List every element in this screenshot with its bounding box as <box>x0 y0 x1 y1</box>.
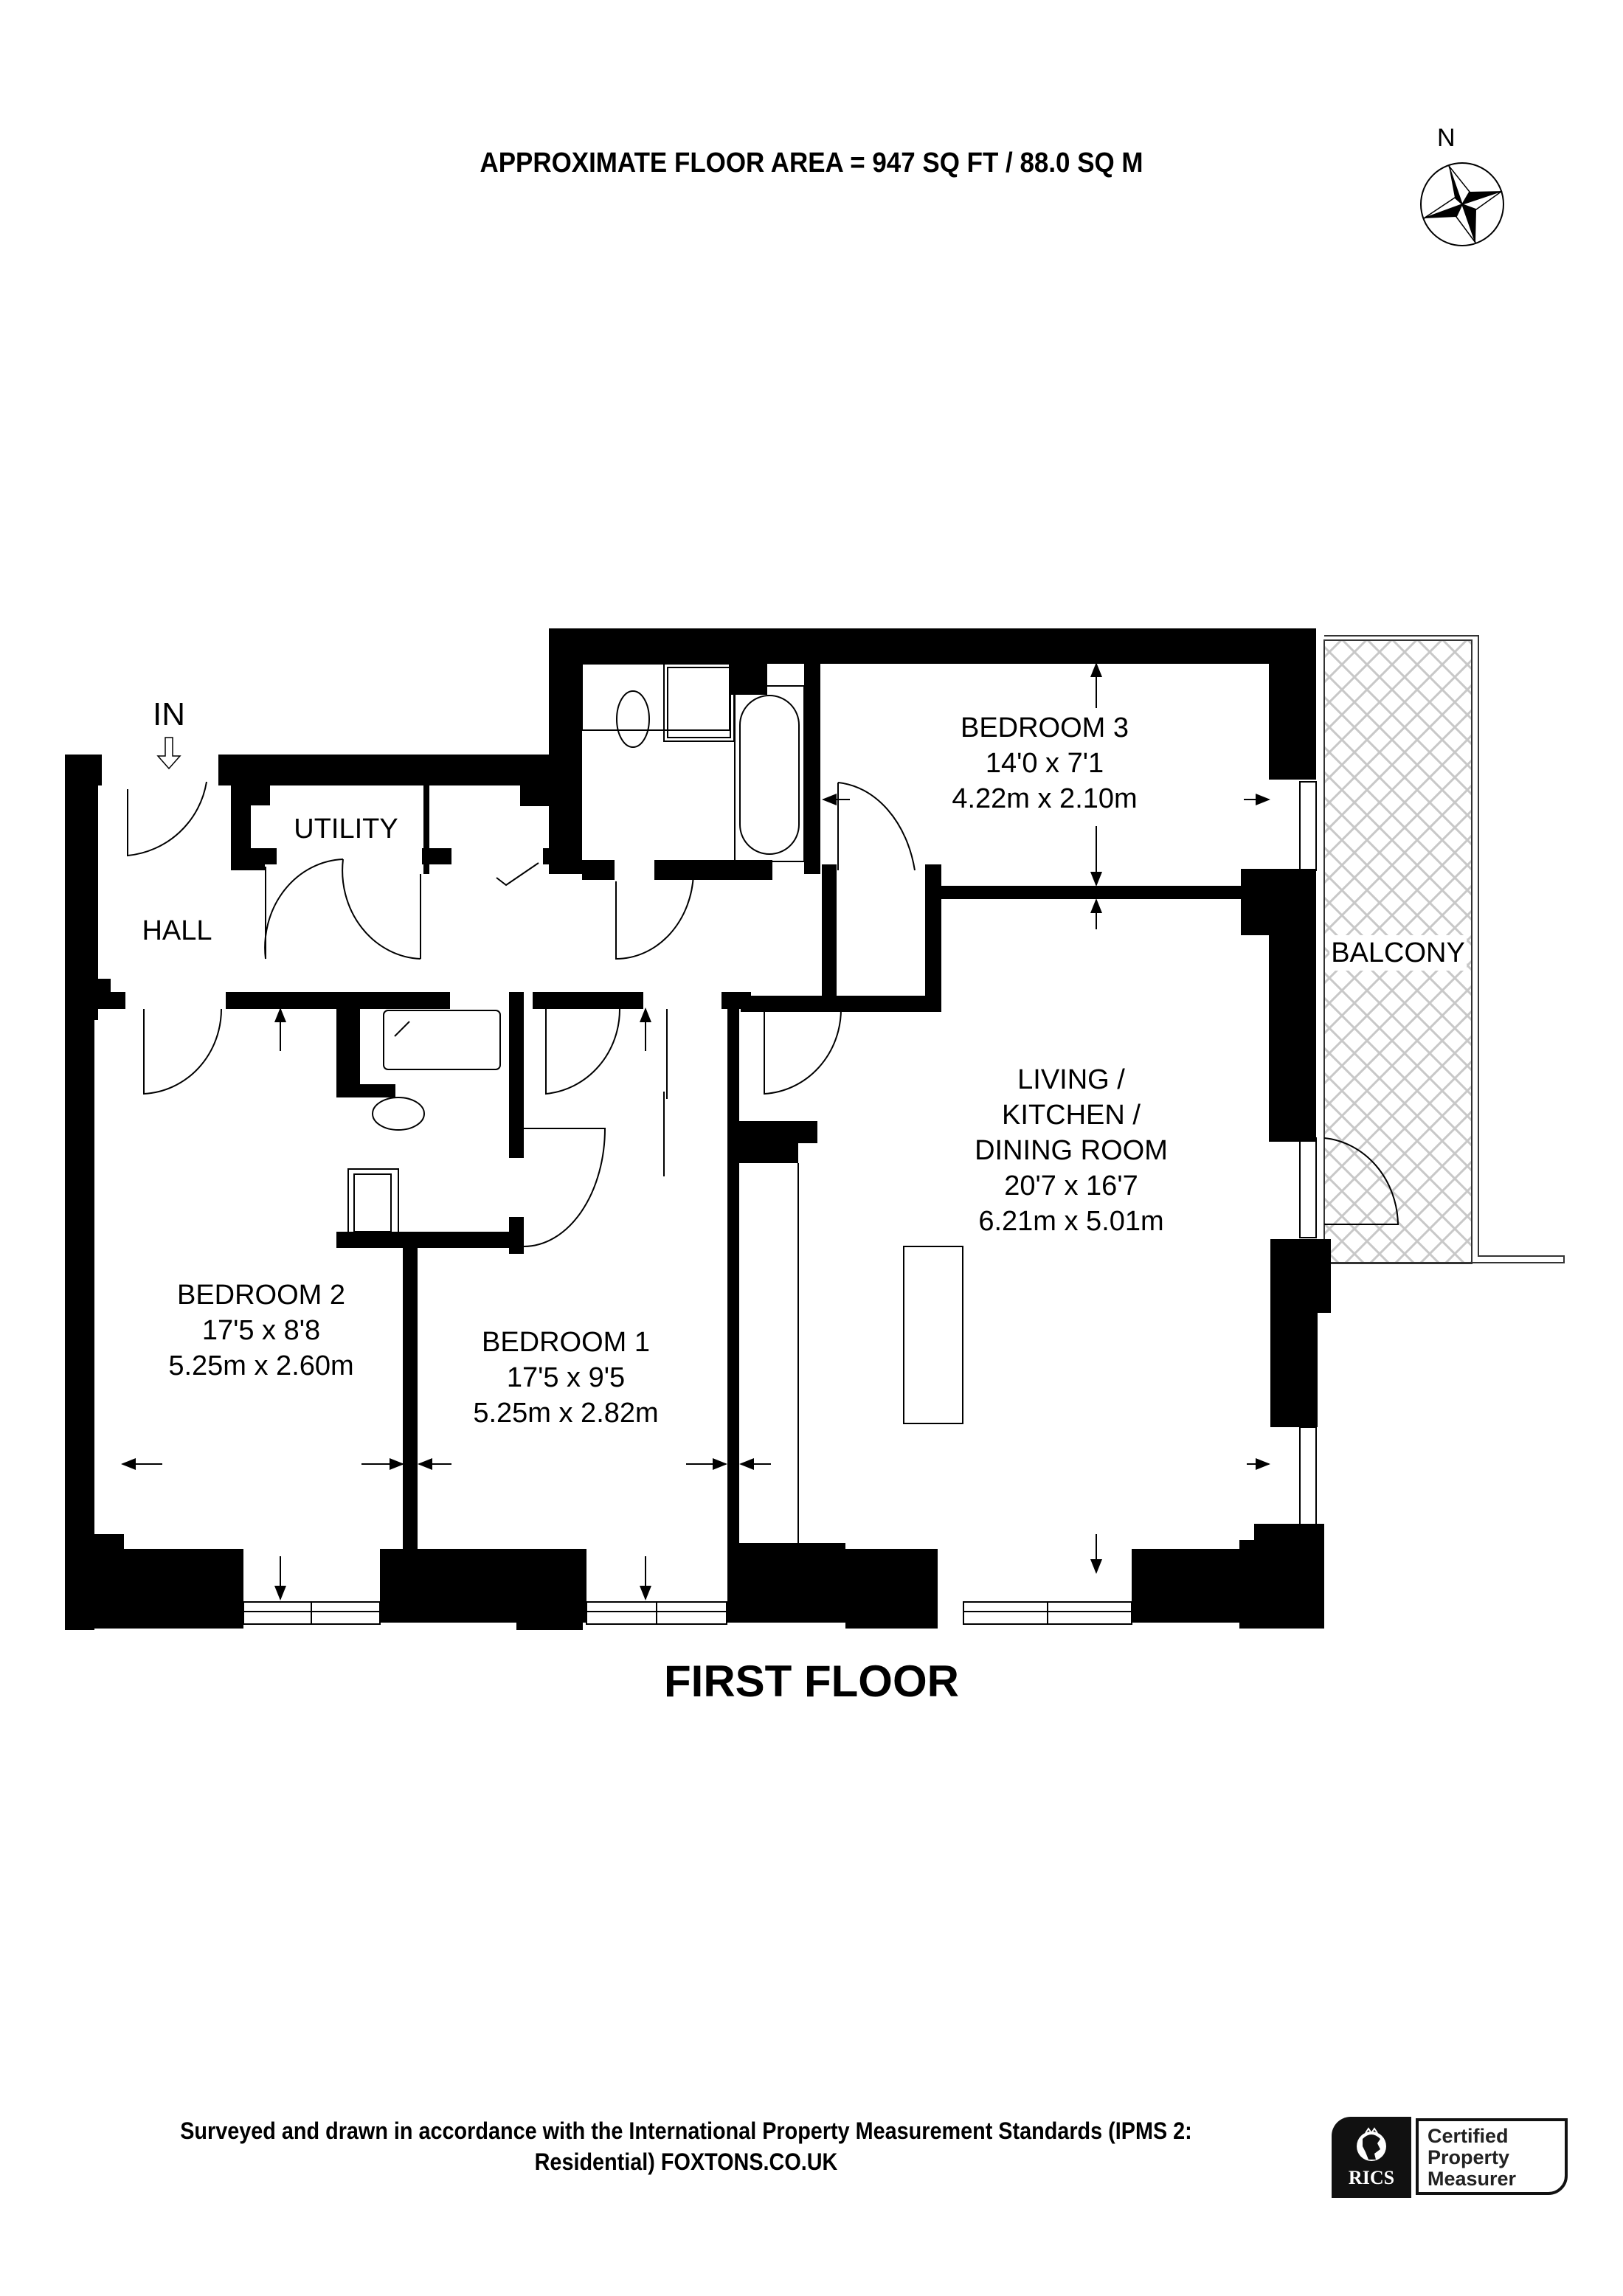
room-size-imperial: 20'7 x 16'7 <box>1004 1170 1138 1201</box>
certified-property-measurer-text: Certified Property Measurer <box>1416 2118 1568 2195</box>
room-label-living: LIVING / KITCHEN / DINING ROOM 20'7 x 16… <box>975 1062 1168 1239</box>
room-size-metric: 6.21m x 5.01m <box>978 1206 1164 1237</box>
footer-line-1: Surveyed and drawn in accordance with th… <box>180 2118 1192 2144</box>
badge-line-2: Property <box>1428 2146 1510 2168</box>
north-compass-icon: N <box>1402 118 1534 251</box>
floor-area-title: APPROXIMATE FLOOR AREA = 947 SQ FT / 88.… <box>480 148 1143 178</box>
rics-certified-badge: RICS Certified Property Measurer <box>1332 2117 1575 2198</box>
room-label-utility: UTILITY <box>294 814 398 844</box>
room-label-balcony: BALCONY <box>1329 935 1467 971</box>
footer-disclaimer: Surveyed and drawn in accordance with th… <box>115 2115 1257 2177</box>
room-size-imperial: 17'5 x 9'5 <box>506 1362 626 1393</box>
footer-line-2: Residential) FOXTONS.CO.UK <box>534 2148 838 2175</box>
room-label-bedroom1: BEDROOM 1 17'5 x 9'5 5.25m x 2.82m <box>473 1325 658 1431</box>
badge-line-1: Certified <box>1428 2125 1509 2147</box>
room-label-bedroom3: BEDROOM 3 14'0 x 7'1 4.22m x 2.10m <box>952 710 1137 816</box>
room-label-bedroom2: BEDROOM 2 17'5 x 8'8 5.25m x 2.60m <box>168 1277 353 1384</box>
room-name: BEDROOM 1 <box>481 1327 651 1358</box>
entrance-label: IN <box>153 696 185 732</box>
entrance-arrow-icon <box>156 737 181 770</box>
room-size-metric: 5.25m x 2.82m <box>473 1398 659 1429</box>
room-size-metric: 5.25m x 2.60m <box>168 1350 354 1381</box>
rics-text: RICS <box>1348 2167 1395 2188</box>
room-size-metric: 4.22m x 2.10m <box>952 783 1138 814</box>
compass-n-label: N <box>1437 124 1456 152</box>
floor-title: FIRST FLOOR <box>664 1657 959 1706</box>
room-name-line: KITCHEN / <box>1002 1100 1141 1131</box>
badge-line-3: Measurer <box>1428 2168 1517 2190</box>
rics-logo: RICS <box>1332 2117 1411 2198</box>
room-name-line: DINING ROOM <box>975 1135 1168 1166</box>
room-size-imperial: 14'0 x 7'1 <box>985 748 1104 779</box>
room-label-hall: HALL <box>142 915 212 946</box>
room-name: BEDROOM 3 <box>960 712 1129 743</box>
lion-icon <box>1357 2127 1386 2161</box>
room-name: BEDROOM 2 <box>176 1280 346 1311</box>
room-size-imperial: 17'5 x 8'8 <box>201 1315 321 1346</box>
room-name-line: LIVING / <box>1017 1064 1125 1095</box>
